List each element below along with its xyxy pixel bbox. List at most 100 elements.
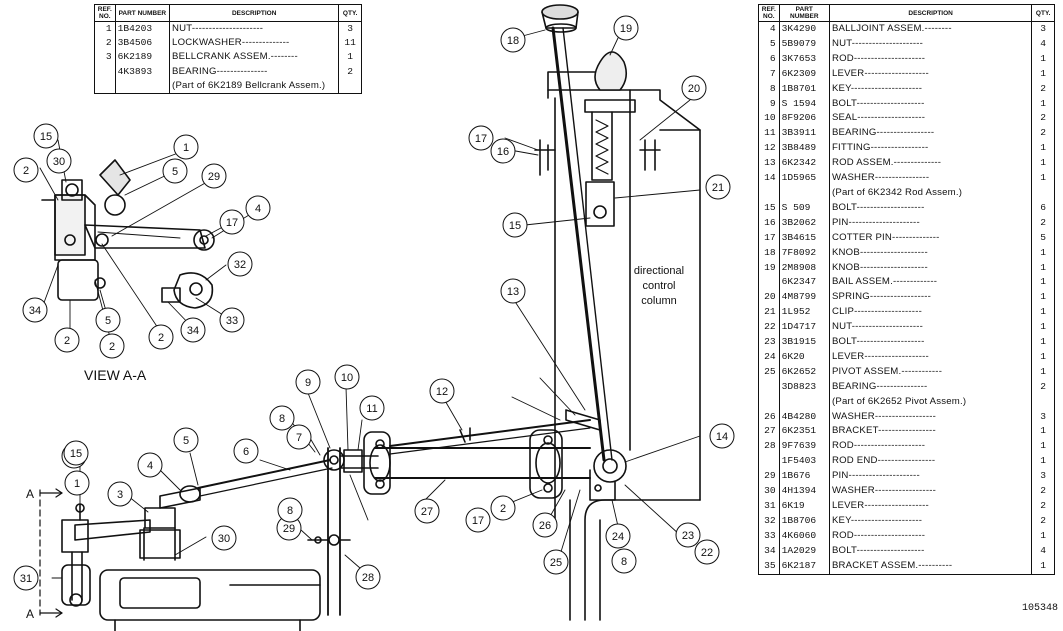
column-label-line: column xyxy=(641,295,676,307)
description-cell: ROD--------------------- xyxy=(829,51,1033,67)
section-mark-a-a xyxy=(39,488,63,618)
callout-bubble: 2 xyxy=(490,495,516,521)
table-row: 4K3893 BEARING---------------2 xyxy=(95,64,361,79)
callout-bubble: 2 xyxy=(13,157,39,183)
description-cell: SEAL-------------------- xyxy=(829,111,1033,127)
callout-bubble: 24 xyxy=(605,523,631,549)
callout-number: 17 xyxy=(226,217,238,229)
bellcrank-3 xyxy=(61,503,181,607)
qty-cell: 1 xyxy=(1040,350,1047,362)
ref-no-cell: 5 xyxy=(759,36,780,52)
qty-cell: 3 xyxy=(1040,23,1047,34)
description-cell: PIN--------------------- xyxy=(829,215,1033,231)
qty-cell: 1 xyxy=(1040,157,1047,169)
ref-no-cell xyxy=(759,379,780,395)
callout-number: 34 xyxy=(187,325,199,337)
column-label-line: directional xyxy=(634,265,684,277)
callout-number: 33 xyxy=(226,315,238,327)
callout-bubble: 9 xyxy=(295,369,321,395)
header-description: DESCRIPTION xyxy=(829,5,1033,22)
ref-no-cell: 24 xyxy=(759,349,780,365)
callout-bubble: 5 xyxy=(173,427,199,453)
ref-no-cell: 30 xyxy=(759,484,780,499)
description-cell: ROD ASSEM.-------------- xyxy=(829,156,1033,172)
pivot-lever-24 xyxy=(565,409,627,501)
ref-no-cell: 9 xyxy=(759,96,780,112)
ref-no-cell: 27 xyxy=(759,424,780,440)
qty-cell: 1 xyxy=(1040,246,1047,258)
part-number-cell: 4M8799 xyxy=(779,290,830,306)
ref-no-cell: 23 xyxy=(759,335,780,350)
qty-cell: 1 xyxy=(1040,172,1047,184)
description-cell: BEARING----------------- xyxy=(829,126,1033,142)
callout-number: 21 xyxy=(712,182,724,194)
qty-cell: 1 xyxy=(1040,425,1047,437)
callout-bubble: 4 xyxy=(245,195,271,221)
callout-bubble: 22 xyxy=(694,539,720,565)
callout-bubble: 12 xyxy=(429,378,455,404)
qty-cell: 1 xyxy=(1040,440,1047,452)
description-cell: LEVER------------------- xyxy=(829,66,1033,82)
description-cell: WASHER------------------ xyxy=(829,484,1033,499)
callout-bubble: 1 xyxy=(64,470,90,496)
qty-cell xyxy=(339,79,361,93)
part-number-cell: S 509 xyxy=(779,200,830,216)
qty-cell: 1 xyxy=(1040,261,1047,273)
ref-no-cell: 21 xyxy=(759,305,780,321)
callout-number: 2 xyxy=(500,503,506,515)
ref-no-cell: 12 xyxy=(759,141,780,157)
description-cell: KNOB-------------------- xyxy=(829,260,1033,276)
callout-number: 2 xyxy=(23,165,29,177)
description-cell: BOLT-------------------- xyxy=(829,96,1033,112)
description-cell: KNOB-------------------- xyxy=(829,245,1033,261)
callout-bubble: 34 xyxy=(180,317,206,343)
header-part-number: PART NUMBER xyxy=(115,5,171,22)
part-number-cell: 3B8489 xyxy=(779,141,830,157)
qty-cell: 2 xyxy=(1040,112,1047,124)
callout-number: 6 xyxy=(243,446,249,458)
description-cell: BOLT-------------------- xyxy=(829,543,1033,559)
view-a-a-drawing xyxy=(41,159,215,309)
part-number-cell: 7F8092 xyxy=(779,245,830,261)
callout-number: 2 xyxy=(158,332,164,344)
qty-cell: 1 xyxy=(347,51,354,63)
part-number-cell: 6K19 xyxy=(779,499,830,514)
rod-6 xyxy=(159,459,333,509)
part-number-cell: 3B4506 xyxy=(115,36,171,51)
ref-no-cell: 26 xyxy=(759,409,780,425)
ref-no-cell: 11 xyxy=(759,126,780,142)
description-cell: BELLCRANK ASSEM.-------- xyxy=(169,50,340,65)
callout-bubble: 1 xyxy=(173,134,199,160)
callout-bubble: 17 xyxy=(219,209,245,235)
callout-bubble: 30 xyxy=(211,525,237,551)
callout-number: 4 xyxy=(147,460,153,472)
callout-number: 8 xyxy=(279,413,285,425)
callout-layer: 1234567891011121314151617181920212223242… xyxy=(13,15,735,621)
part-number-cell: 3B3911 xyxy=(779,126,830,142)
callout-bubble: 28 xyxy=(355,564,381,590)
qty-cell: 1 xyxy=(1040,336,1047,348)
callout-bubble: 30 xyxy=(46,148,72,174)
callout-number: 1 xyxy=(183,142,189,154)
callout-number: 30 xyxy=(218,533,230,545)
callout-bubble: 2 xyxy=(99,333,125,359)
part-number-cell: 8F9206 xyxy=(779,111,830,127)
callout-bubble: 18 xyxy=(500,27,526,53)
part-number-cell: 5B9079 xyxy=(779,36,830,52)
view-label: VIEW A-A xyxy=(84,367,147,383)
qty-cell: 4 xyxy=(1040,544,1047,556)
callout-bubble: 8 xyxy=(611,548,637,574)
callout-number: 9 xyxy=(305,377,311,389)
callout-number: 27 xyxy=(421,506,433,518)
qty-cell: 2 xyxy=(1040,514,1047,526)
